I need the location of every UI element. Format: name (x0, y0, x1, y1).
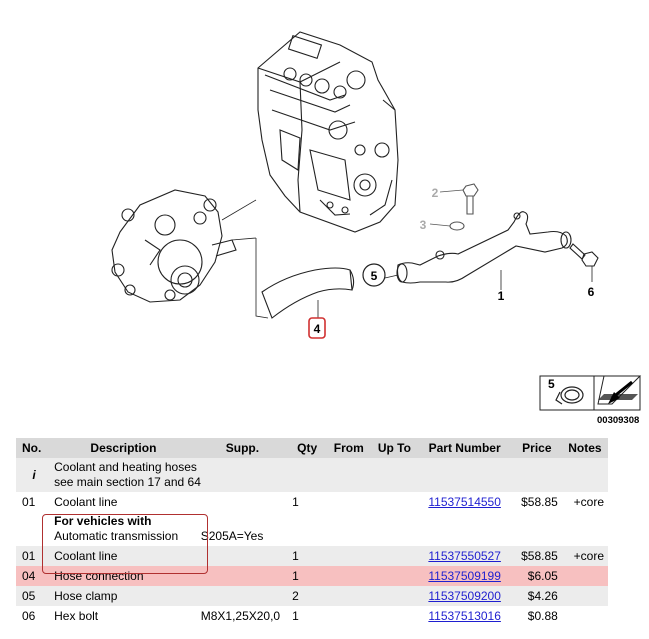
row-qty: 1 (288, 566, 327, 586)
row-no: 01 (16, 546, 51, 566)
condition-heading: For vehicles with (54, 514, 152, 528)
row-price: $58.85 (511, 492, 562, 512)
callout-2-label: 2 (432, 186, 439, 200)
row-notes (561, 566, 608, 586)
callout-6-label: 6 (588, 285, 595, 299)
row-price: $6.05 (511, 566, 562, 586)
row-qty: 2 (288, 586, 327, 606)
row-description: Coolant line (50, 492, 197, 512)
col-header-qty: Qty (288, 438, 327, 458)
row-no: 05 (16, 586, 51, 606)
row-description: Hose connection (50, 566, 197, 586)
row-description: Coolant line (50, 546, 197, 566)
callout-5[interactable]: 5 (362, 263, 386, 287)
callout-6[interactable]: 6 (588, 285, 595, 299)
part-number-link[interactable]: 11537550527 (428, 549, 501, 563)
callout-1[interactable]: 1 (498, 289, 505, 303)
image-code: 00309308 (597, 415, 639, 426)
table-row-condition: For vehicles with Automatic transmission… (16, 512, 608, 546)
row-qty: 1 (288, 546, 327, 566)
arrow-icon (597, 375, 642, 405)
table-header-row: No. Description Supp. Qty From Up To Par… (16, 438, 608, 458)
row-supp: S205A=Yes (196, 512, 289, 546)
col-header-description: Description (50, 438, 197, 458)
row-notes (561, 586, 608, 606)
col-header-part-number: Part Number (417, 438, 512, 458)
description-line: see main section 17 and 64 (54, 475, 201, 489)
part-number-link[interactable]: 11537509200 (428, 589, 501, 603)
parts-diagram: 2 3 5 1 6 4 5 00309308 (111, 31, 642, 426)
row-no: i (16, 458, 51, 492)
table-row: i Coolant and heating hoses see main sec… (16, 458, 608, 492)
hose-connection-illustration (261, 267, 355, 319)
row-description: For vehicles with Automatic transmission (50, 512, 197, 546)
table-row[interactable]: 05 Hose clamp 2 11537509200 $4.26 (16, 586, 608, 606)
row-notes: +core (561, 492, 608, 512)
row-no: 04 (16, 566, 51, 586)
part-number-link[interactable]: 11537514550 (428, 495, 501, 509)
row-supp: M8X1,25X20,0 (196, 606, 289, 626)
row-description: Hose clamp (50, 586, 197, 606)
row-supp (196, 566, 289, 586)
row-notes: +core (561, 546, 608, 566)
description-line: Coolant and heating hoses (54, 460, 197, 474)
table-row-highlighted[interactable]: 04 Hose connection 1 11537509199 $6.05 (16, 566, 608, 586)
callout-4[interactable]: 4 (308, 317, 326, 339)
row-no: 06 (16, 606, 51, 626)
row-qty: 1 (288, 492, 327, 512)
col-header-notes: Notes (561, 438, 608, 458)
condition-text: Automatic transmission (54, 529, 179, 543)
row-notes (561, 606, 608, 626)
callout-3-label: 3 (420, 218, 427, 232)
callout-4-label: 4 (314, 322, 321, 336)
row-no: 01 (16, 492, 51, 512)
row-price: $58.85 (511, 546, 562, 566)
col-header-from: From (326, 438, 372, 458)
row-qty: 1 (288, 606, 327, 626)
row-description: Coolant and heating hoses see main secti… (50, 458, 289, 492)
legend-box: 5 (539, 375, 642, 411)
callout-2[interactable]: 2 (432, 186, 439, 200)
water-pump-illustration (111, 189, 237, 303)
row-supp (196, 586, 289, 606)
col-header-price: Price (511, 438, 562, 458)
part-number-link[interactable]: 11537513016 (428, 609, 501, 623)
hose-clamp-icon (555, 386, 584, 405)
col-header-supp: Supp. (196, 438, 289, 458)
part-number-link[interactable]: 11537509199 (428, 569, 501, 583)
table-row[interactable]: 01 Coolant line 1 11537550527 $58.85 +co… (16, 546, 608, 566)
col-header-upto: Up To (371, 438, 418, 458)
engine-illustration (257, 31, 399, 233)
legend-number: 5 (548, 377, 555, 391)
col-header-no: No. (16, 438, 51, 458)
row-supp (196, 492, 289, 512)
callout-3[interactable]: 3 (420, 218, 427, 232)
hex-bolt-illustration (429, 183, 479, 231)
callout-5-label: 5 (371, 269, 378, 283)
row-price: $4.26 (511, 586, 562, 606)
hex-bolt-6-illustration (569, 243, 599, 282)
row-price: $0.88 (511, 606, 562, 626)
table-row[interactable]: 06 Hex bolt M8X1,25X20,0 1 11537513016 $… (16, 606, 608, 626)
table-row[interactable]: 01 Coolant line 1 11537514550 $58.85 +co… (16, 492, 608, 512)
row-description: Hex bolt (50, 606, 197, 626)
coolant-line-illustration (384, 211, 572, 290)
parts-table: No. Description Supp. Qty From Up To Par… (16, 438, 608, 626)
callout-1-label: 1 (498, 289, 505, 303)
row-supp (196, 546, 289, 566)
